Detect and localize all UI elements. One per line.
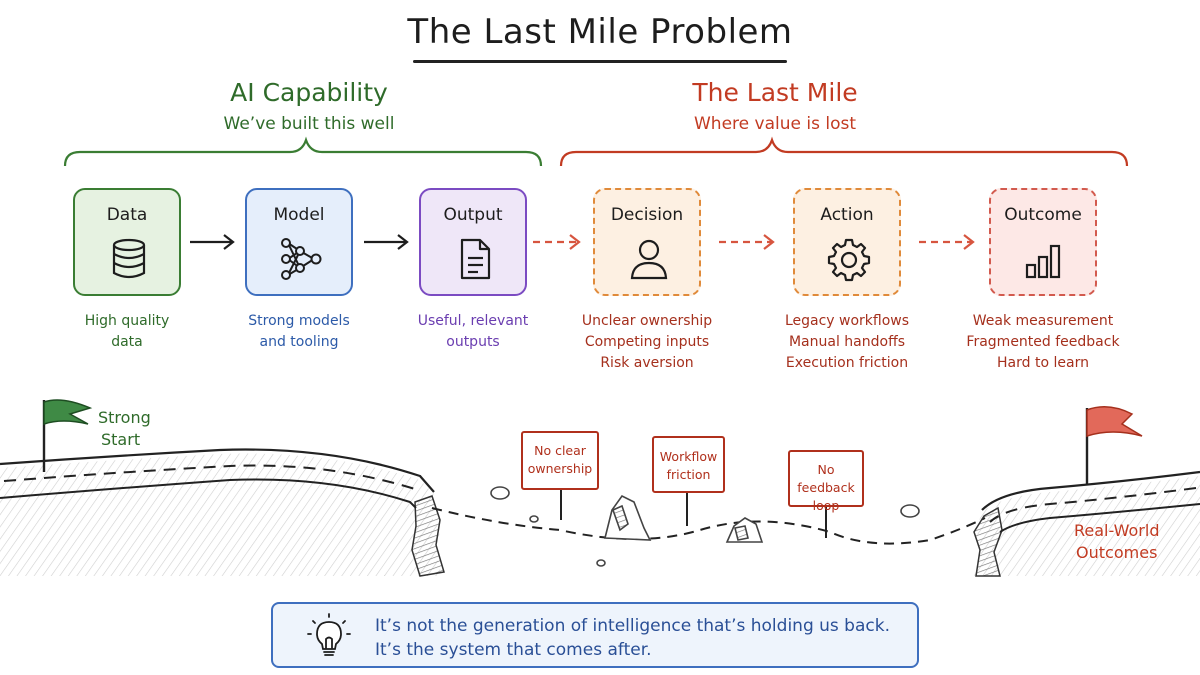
group-title-capability: AI Capability	[230, 78, 388, 107]
callout-line-1: It’s not the generation of intelligence …	[375, 616, 890, 636]
desc-line: Fragmented feedback	[966, 334, 1120, 350]
desc-line: High quality	[84, 313, 170, 329]
arrow-model-output	[364, 234, 409, 250]
node-output-description: Useful, relevant outputs	[388, 311, 558, 353]
label-line: Real-World	[1074, 521, 1160, 540]
left-cliff	[0, 448, 445, 577]
desc-line: Execution friction	[785, 355, 909, 371]
group-title-last-mile: The Last Mile	[692, 78, 858, 107]
insight-callout: It’s not the generation of intelligence …	[271, 602, 919, 668]
desc-line: data	[111, 334, 143, 350]
label-line: Strong	[98, 408, 151, 427]
sign-boards	[521, 431, 864, 507]
node-model: Model	[245, 188, 353, 296]
label-line: Start	[101, 430, 141, 449]
gear-icon	[827, 238, 871, 282]
node-output: Output	[419, 188, 527, 296]
desc-line: Manual handoffs	[788, 334, 906, 350]
lightbulb-icon	[307, 613, 351, 656]
node-action-description: Legacy workflows Manual handoffs Executi…	[762, 311, 932, 374]
sign-line: Workflow	[659, 449, 718, 464]
desc-line: Competing inputs	[584, 334, 710, 350]
node-model-description: Strong models and tooling	[214, 311, 384, 353]
sign-line: loop	[812, 498, 840, 513]
node-decision-description: Unclear ownership Competing inputs Risk …	[562, 311, 732, 374]
desc-line: Hard to learn	[997, 355, 1089, 371]
capability-brace	[63, 136, 543, 167]
node-decision: Decision	[593, 188, 701, 296]
node-data-label: Data	[106, 205, 148, 225]
sign-posts	[560, 488, 827, 538]
group-subtitle-capability: We’ve built this well	[223, 114, 395, 134]
callout-line-2: It’s the system that comes after.	[375, 640, 652, 660]
sign-line: ownership	[527, 461, 593, 476]
person-icon	[630, 239, 668, 280]
node-data-description: High quality data	[42, 311, 212, 353]
broken-path	[431, 507, 986, 545]
database-icon	[112, 238, 146, 279]
desc-line: Risk aversion	[600, 355, 694, 371]
sign-no-feedback-loop: No feedback loop	[789, 461, 863, 515]
node-output-label: Output	[443, 205, 503, 225]
sign-line: No clear	[534, 443, 586, 458]
road-landscape	[0, 399, 1200, 577]
node-outcome-label: Outcome	[1004, 205, 1082, 225]
arrow-action-outcome	[919, 234, 975, 250]
node-outcome-description: Weak measurement Fragmented feedback Har…	[958, 311, 1128, 374]
desc-line: Useful, relevant	[417, 313, 529, 329]
desc-line: outputs	[446, 334, 500, 350]
rocks	[490, 486, 920, 567]
finish-flag-icon	[1085, 406, 1143, 484]
desc-line: Strong models	[248, 313, 350, 329]
arrow-decision-action	[719, 234, 775, 250]
title-underline	[413, 60, 787, 63]
sign-line: friction	[666, 467, 711, 482]
sign-no-clear-ownership: No clear ownership	[522, 442, 598, 478]
right-cliff	[973, 470, 1200, 577]
sign-workflow-friction: Workflow friction	[653, 448, 724, 484]
group-subtitle-last-mile: Where value is lost	[694, 114, 856, 134]
node-decision-label: Decision	[610, 205, 684, 225]
arrow-data-model	[190, 234, 235, 250]
sign-line: No feedback	[797, 462, 855, 495]
node-action-label: Action	[820, 205, 874, 225]
start-flag-icon	[42, 399, 93, 472]
desc-line: Legacy workflows	[784, 313, 910, 329]
page-title: The Last Mile Problem	[407, 12, 793, 52]
document-icon	[460, 238, 491, 280]
last-mile-brace	[559, 136, 1129, 167]
label-line: Outcomes	[1076, 543, 1158, 562]
real-world-outcomes-label: Real-World Outcomes	[1074, 520, 1159, 564]
neural-network-icon	[281, 238, 322, 280]
desc-line: and tooling	[259, 334, 339, 350]
node-data: Data	[73, 188, 181, 296]
node-model-label: Model	[273, 205, 325, 225]
node-outcome: Outcome	[989, 188, 1097, 296]
desc-line: Unclear ownership	[581, 313, 713, 329]
node-action: Action	[793, 188, 901, 296]
desc-line: Weak measurement	[972, 313, 1114, 329]
arrow-output-decision	[533, 234, 581, 250]
strong-start-label: Strong Start	[98, 407, 151, 451]
bar-chart-icon	[1025, 244, 1061, 279]
